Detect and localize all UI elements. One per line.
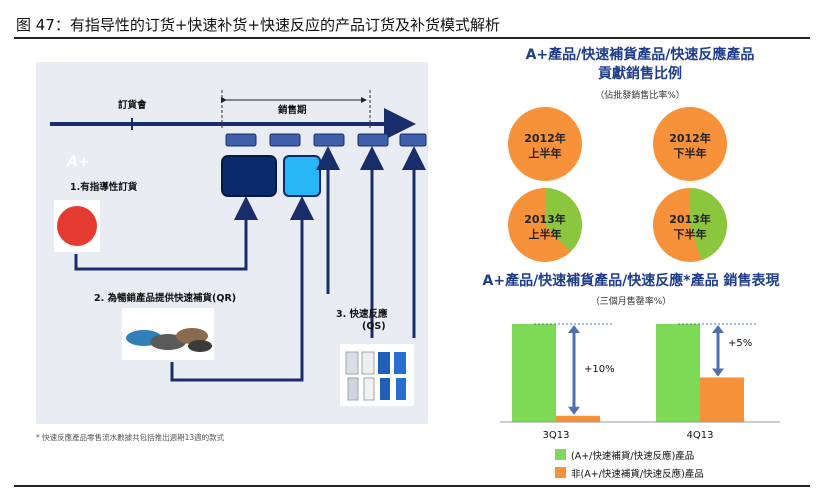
arrow-head (712, 368, 724, 377)
apparel-image (380, 378, 390, 400)
sales-period-label: 銷售期 (278, 105, 307, 116)
pies-title-line2: 貢獻銷售比例 (598, 66, 682, 82)
legend-label-non-a-plus: 非(A+/快速補貨/快速反應)產品 (571, 469, 704, 480)
logo-text: A+ (67, 154, 90, 170)
bar-non-a-plus (556, 415, 600, 422)
category-label: 4Q13 (687, 430, 714, 441)
apparel-image (361, 351, 375, 375)
pie-label-half: 下半年 (674, 146, 707, 160)
bar-chart-canvas: +10% 3Q13 +5% 4Q13 (500, 323, 780, 441)
bar-a-plus (656, 324, 700, 422)
pie-label-year: 2013年 (524, 212, 566, 226)
apparel-image (347, 377, 359, 401)
a-plus-logo (57, 206, 97, 246)
step1-label: 1.有指導性訂貨 (70, 182, 138, 193)
step3-sub-label: (QS) (362, 321, 386, 332)
figure-title: 图 47：有指导性的订货+快速补货+快速反应的产品订货及补货模式解析 (16, 16, 500, 34)
order-meeting-label: 訂貨會 (118, 100, 147, 111)
apparel-image (378, 352, 390, 374)
timeline-block (313, 133, 345, 147)
difference-label: +10% (584, 364, 615, 375)
arrow-head (712, 325, 724, 333)
legend-label-a-plus: (A+/快速補貨/快速反應)產品 (571, 451, 695, 462)
pie-slice-orange (508, 107, 582, 181)
pie-label-year: 2012年 (669, 131, 711, 145)
pie-label-half: 上半年 (529, 227, 562, 241)
legend-swatch-orange (555, 467, 566, 478)
legend-swatch-green (555, 449, 566, 460)
timeline-block (225, 133, 257, 147)
pie-label-year: 2013年 (669, 212, 711, 226)
arrow-head (568, 325, 580, 333)
bottom-divider (14, 485, 810, 487)
bar-a-plus (512, 324, 556, 422)
arrow-head (568, 406, 580, 415)
pie-slice-green (545, 188, 582, 252)
pies-subtitle: （佔批發銷售比率%） (595, 91, 685, 101)
timeline-block (357, 133, 389, 147)
bar-non-a-plus (700, 377, 744, 422)
guided-order-block (221, 155, 277, 197)
sneaker-image (188, 340, 212, 352)
timeline-block (269, 133, 301, 147)
bar-chart-title: A+產品/快速補貨產品/快速反應*產品 銷售表現 (482, 273, 780, 289)
apparel-image (394, 352, 406, 374)
top-divider (14, 37, 810, 39)
timeline-block (399, 133, 427, 147)
step1-arrow (74, 196, 258, 271)
pie-label-half: 上半年 (529, 146, 562, 160)
apparel-image (345, 351, 359, 375)
step2-label: 2. 為暢銷產品提供快速補貨(QR) (94, 293, 237, 304)
pies-title-line1: A+產品/快速補貨產品/快速反應產品 (525, 47, 755, 63)
apparel-image (363, 377, 375, 401)
pie-label-half: 下半年 (674, 227, 707, 241)
step2-arrow (170, 196, 314, 382)
pie-slice-orange (653, 107, 727, 181)
difference-label: +5% (728, 338, 752, 349)
diagram-canvas (50, 90, 427, 406)
pie-label-year: 2012年 (524, 131, 566, 145)
ordering-model-diagram: 訂貨會 銷售期 1.有指導性訂貨 2. 為暢銷產品提供快速補貨(QR) 3. 快… (36, 62, 428, 424)
bar-chart-subtitle: （三個月售罄率%） (590, 297, 672, 307)
step3-label: 3. 快速反應 (336, 309, 388, 320)
quick-replenish-block (283, 155, 321, 197)
apparel-image (396, 378, 406, 400)
pie-slice-green (690, 188, 727, 261)
category-label: 3Q13 (543, 430, 570, 441)
footnote: * 快速反應產品零售流水數據共包括推出週期13週的款式 (36, 433, 225, 442)
